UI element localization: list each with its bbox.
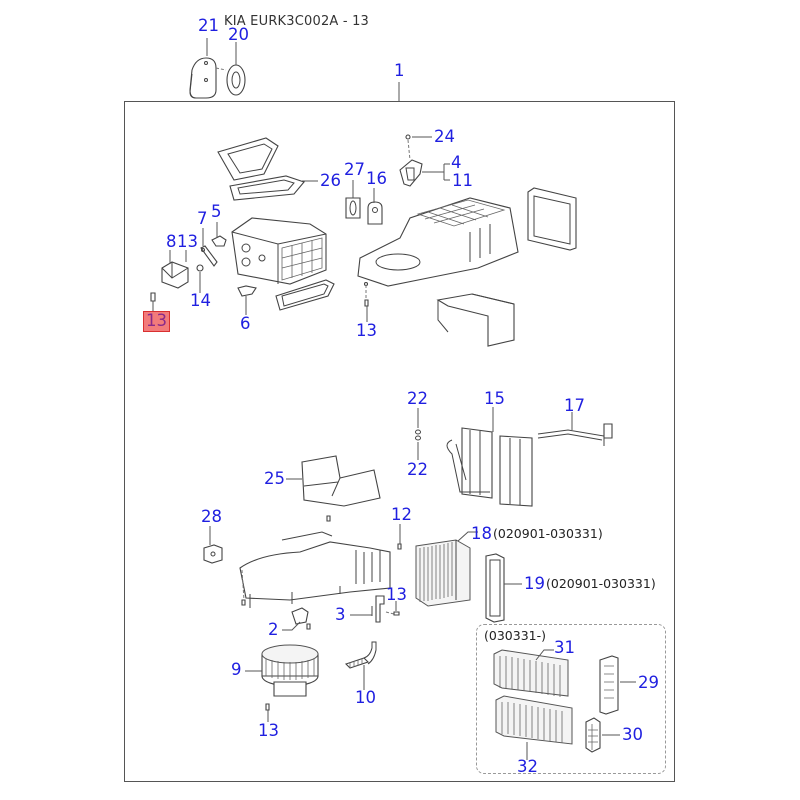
callout-30[interactable]: 30 <box>622 725 643 744</box>
part-30-frame[interactable] <box>585 717 601 753</box>
callout-27[interactable]: 27 <box>344 160 365 179</box>
part-20-grommet[interactable] <box>226 64 246 96</box>
callout-13-motor[interactable]: 13 <box>258 721 279 740</box>
callout-2[interactable]: 2 <box>268 620 279 639</box>
callout-3[interactable]: 3 <box>335 605 346 624</box>
callout-7[interactable]: 7 <box>197 209 208 228</box>
callout-24[interactable]: 24 <box>434 127 455 146</box>
part-19-cover[interactable] <box>485 553 505 623</box>
part-21-bracket[interactable] <box>189 57 217 99</box>
callout-28[interactable]: 28 <box>201 507 222 526</box>
part-29-frame[interactable] <box>599 655 619 715</box>
callout-32[interactable]: 32 <box>517 757 538 776</box>
part-7-link[interactable] <box>200 245 218 267</box>
part-2-switch[interactable] <box>291 607 309 625</box>
part-25-duct[interactable] <box>301 455 381 507</box>
callout-26[interactable]: 26 <box>320 171 341 190</box>
part-17-pipe[interactable] <box>537 423 613 446</box>
callout-13-bracket[interactable]: 13 <box>386 585 407 604</box>
callout-6[interactable]: 6 <box>240 314 251 333</box>
callout-13-actuator[interactable]: 13 <box>177 232 198 251</box>
callout-18[interactable]: 18(020901-030331) <box>471 524 603 543</box>
part-26-gasket[interactable] <box>217 137 305 201</box>
diagram-title: KIA EURK3C002A - 13 <box>224 14 370 29</box>
callout-4[interactable]: 4 <box>451 153 462 172</box>
case-cover[interactable] <box>436 293 515 347</box>
part-14-nut[interactable] <box>196 264 204 272</box>
callout-12[interactable]: 12 <box>391 505 412 524</box>
part-9-blower-motor[interactable] <box>261 644 319 697</box>
callout-9[interactable]: 9 <box>231 660 242 679</box>
part-18-filter[interactable] <box>415 539 471 607</box>
part-15-evaporator[interactable] <box>446 427 533 507</box>
callout-20[interactable]: 20 <box>228 25 249 44</box>
callout-17[interactable]: 17 <box>564 396 585 415</box>
part-3-bracket[interactable] <box>371 595 385 623</box>
callout-22-lower[interactable]: 22 <box>407 460 428 479</box>
part-26-lower-gasket[interactable] <box>275 279 335 311</box>
callout-13-case[interactable]: 13 <box>356 321 377 340</box>
filter-subassembly-frame <box>476 624 666 774</box>
part-27-seal[interactable] <box>345 197 361 219</box>
part-28-pad[interactable] <box>203 544 223 564</box>
mode-door-case[interactable] <box>231 217 327 285</box>
callout-1-group[interactable]: 1 <box>394 61 405 80</box>
callout-25[interactable]: 25 <box>264 469 285 488</box>
callout-11[interactable]: 11 <box>452 171 473 190</box>
blower-upper-case[interactable] <box>357 197 519 287</box>
part-5-lever[interactable] <box>211 235 227 247</box>
part-10-hose[interactable] <box>344 641 377 669</box>
frame-insert[interactable] <box>527 187 577 251</box>
part-6-clip[interactable] <box>237 285 257 297</box>
part-4-resistor[interactable] <box>399 159 423 187</box>
blower-lower-case[interactable] <box>239 531 391 608</box>
callout-10[interactable]: 10 <box>355 688 376 707</box>
callout-16[interactable]: 16 <box>366 169 387 188</box>
callout-14[interactable]: 14 <box>190 291 211 310</box>
callout-21[interactable]: 21 <box>198 16 219 35</box>
part-8-actuator[interactable] <box>161 261 189 289</box>
callout-22-upper[interactable]: 22 <box>407 389 428 408</box>
callout-13-highlighted[interactable]: 13 <box>143 311 170 332</box>
callout-5[interactable]: 5 <box>211 202 222 221</box>
part-32-filter[interactable] <box>495 695 573 745</box>
subassembly-date-note: (030331-) <box>484 628 546 643</box>
part-31-filter[interactable] <box>493 649 569 697</box>
callout-31[interactable]: 31 <box>554 638 575 657</box>
callout-29[interactable]: 29 <box>638 673 659 692</box>
callout-15[interactable]: 15 <box>484 389 505 408</box>
assembly-frame <box>124 101 675 782</box>
callout-19[interactable]: 19(020901-030331) <box>524 574 656 593</box>
part-16-bracket[interactable] <box>367 201 383 225</box>
callout-8[interactable]: 8 <box>166 232 177 251</box>
